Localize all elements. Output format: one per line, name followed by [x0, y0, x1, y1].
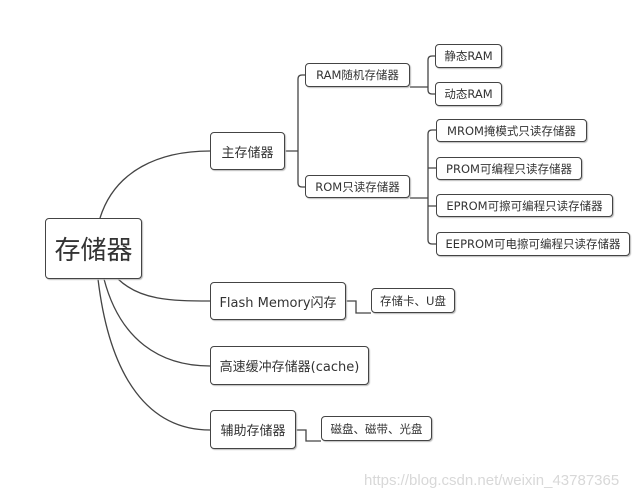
node-dynamic-ram[interactable]: 动态RAM: [435, 82, 502, 106]
node-auxiliary[interactable]: 辅助存储器: [210, 410, 296, 449]
connector-aux-child: [296, 429, 321, 442]
node-static-ram[interactable]: 静态RAM: [435, 44, 502, 68]
connector-rom-children: [410, 129, 436, 245]
connector-flash-child: [346, 300, 371, 314]
connector-root-cache: [103, 278, 211, 367]
node-eprom[interactable]: EPROM可擦可编程只读存储器: [436, 194, 613, 217]
node-flash-child[interactable]: 存储卡、U盘: [371, 288, 455, 313]
node-auxiliary-child[interactable]: 磁盘、磁带、光盘: [321, 416, 432, 441]
connector-root-flash: [117, 278, 211, 302]
watermark-text: https://blog.csdn.net/weixin_43787365: [364, 472, 620, 489]
connector-main-ram-rom: [285, 74, 305, 188]
node-rom[interactable]: ROM只读存储器: [305, 175, 410, 198]
node-main-memory[interactable]: 主存储器: [210, 132, 285, 170]
connector-root-main: [99, 150, 211, 219]
node-mrom[interactable]: MROM掩模式只读存储器: [436, 119, 587, 142]
node-ram[interactable]: RAM随机存储器: [305, 63, 410, 87]
root-node[interactable]: 存储器: [45, 218, 142, 279]
connector-ram-children: [410, 55, 435, 95]
node-cache[interactable]: 高速缓冲存储器(cache): [210, 346, 369, 385]
node-flash[interactable]: Flash Memory闪存: [210, 282, 346, 320]
connector-root-aux: [97, 278, 211, 431]
node-prom[interactable]: PROM可编程只读存储器: [436, 157, 582, 180]
node-eeprom[interactable]: EEPROM可电擦可编程只读存储器: [436, 232, 630, 256]
